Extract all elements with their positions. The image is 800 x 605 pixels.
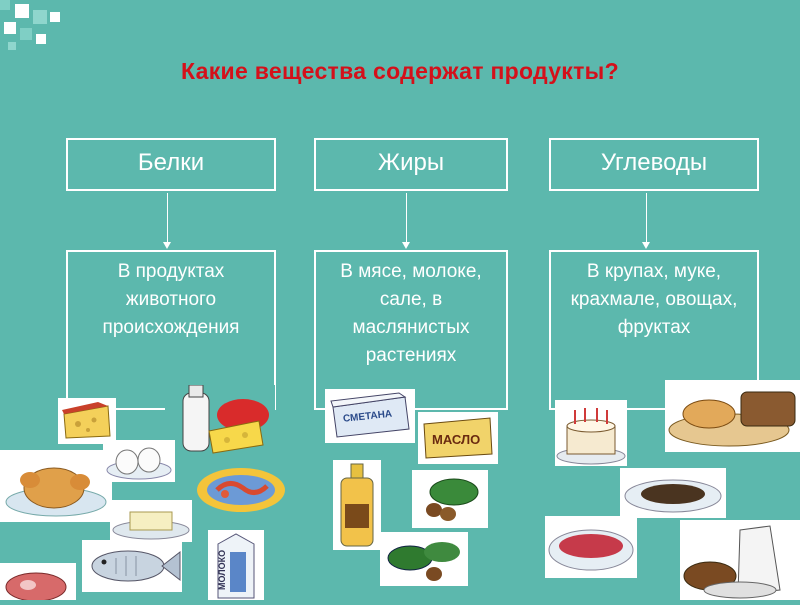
page-title: Какие вещества содержат продукты? <box>181 58 619 84</box>
cheese-wedge-image <box>58 398 116 444</box>
description-carbs: В крупах, муке, крахмале, овощах, фрукта… <box>549 250 759 410</box>
buckwheat-plate-image <box>620 468 726 518</box>
butter-dish-image <box>110 500 192 542</box>
meat-image <box>0 563 76 602</box>
red-beans-bowl-image <box>545 516 637 578</box>
sour-cream-label: СМЕТАНА <box>343 409 393 425</box>
milk-carton-label: МОЛОКО <box>217 550 227 590</box>
butter-package-image: МАСЛО <box>418 412 498 464</box>
seafood-plate-image <box>195 460 287 516</box>
milk-carton-image: МОЛОКО <box>208 530 264 600</box>
sour-cream-image: СМЕТАНА <box>325 389 415 443</box>
category-proteins: Белки <box>66 138 276 191</box>
green-leaves-image <box>380 532 468 586</box>
bread-basket-image <box>665 380 800 452</box>
eggs-plate-image <box>103 440 175 482</box>
corner-decoration <box>0 0 70 55</box>
description-fats: В мясе, молоке, сале, в маслянистых раст… <box>314 250 508 410</box>
category-fats: Жиры <box>314 138 508 191</box>
cake-image <box>555 400 627 466</box>
milk-bottle-cheese-image <box>165 384 275 460</box>
flour-sacks-image <box>680 520 800 600</box>
description-proteins: В продуктах животного происхождения <box>66 250 276 410</box>
oil-bottle-image <box>333 460 381 550</box>
roast-chicken-image <box>0 450 112 522</box>
fish-image <box>82 540 182 592</box>
category-carbs: Углеводы <box>549 138 759 191</box>
butter-package-label: МАСЛО <box>432 432 480 447</box>
hazelnuts-image <box>412 470 488 528</box>
